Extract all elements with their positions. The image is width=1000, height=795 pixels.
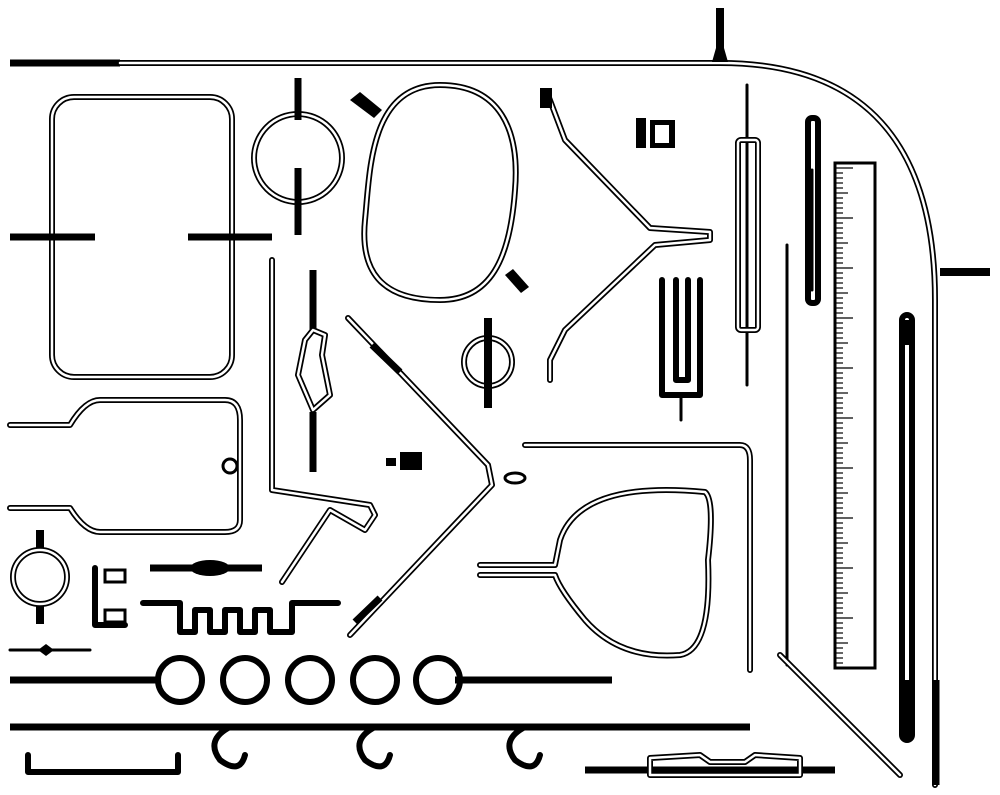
ring-chain xyxy=(10,655,612,705)
diamond-bend-rod xyxy=(295,270,333,472)
y-shaped-wire xyxy=(540,88,713,383)
small-pin xyxy=(8,644,92,656)
rod-with-sleeve xyxy=(735,83,761,387)
long-spatula xyxy=(899,312,915,743)
small-connector xyxy=(386,452,422,470)
paddle-loop xyxy=(477,442,753,673)
bent-stand-wire xyxy=(269,257,378,585)
hook-rail xyxy=(10,723,750,770)
bracket-clip xyxy=(92,565,128,628)
narrow-slot-rod xyxy=(805,115,821,306)
flask-shaped-wire xyxy=(7,397,243,535)
rounded-rectangle-frame xyxy=(10,94,272,380)
v-bend-wire xyxy=(345,315,527,638)
bead-rod xyxy=(150,560,262,576)
corner-rail xyxy=(10,8,990,788)
zigzag-wire xyxy=(140,600,341,635)
small-clip xyxy=(636,118,675,148)
tuning-fork xyxy=(659,277,703,422)
ruler-scale xyxy=(833,161,877,670)
tray-bracket xyxy=(25,752,181,775)
small-ring-with-tabs xyxy=(10,530,70,624)
loop-eye-pin xyxy=(461,318,515,408)
diagonal-rod-l xyxy=(777,243,903,778)
egg-loop xyxy=(350,82,529,303)
bottom-handle xyxy=(585,752,835,778)
circle-ring-with-bar xyxy=(251,78,345,235)
ruler-ticks xyxy=(835,167,853,664)
